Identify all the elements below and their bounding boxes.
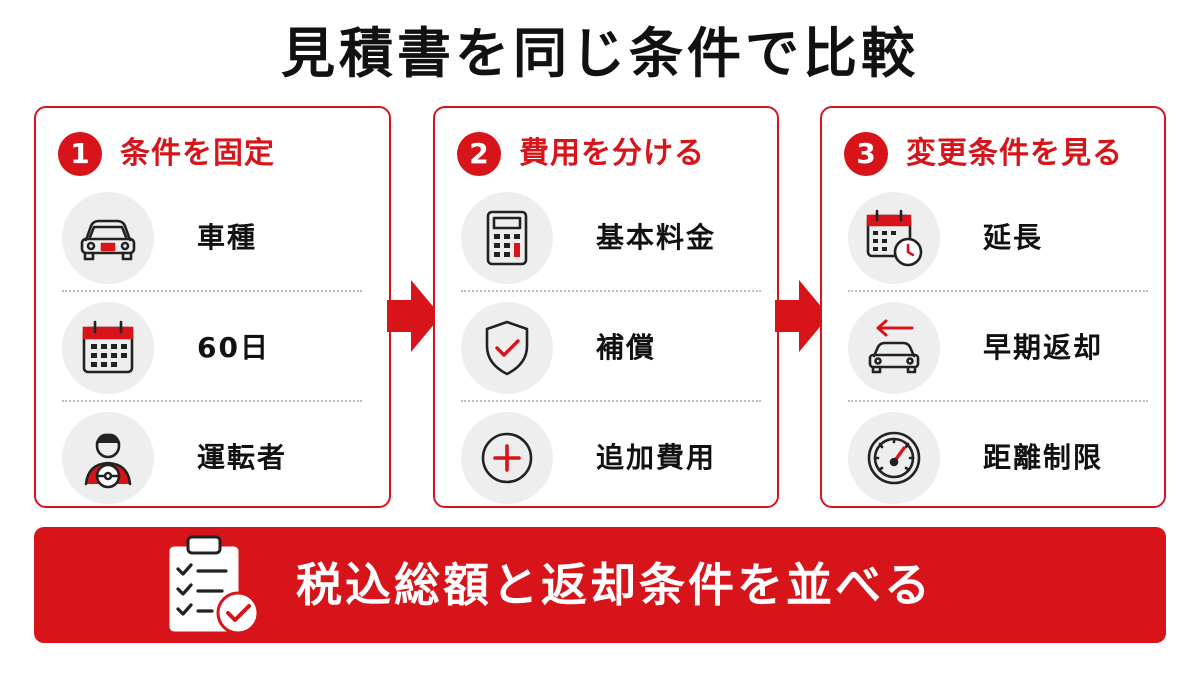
car-return-icon: [848, 302, 940, 394]
list-item-car-model: 車種: [62, 192, 362, 284]
divider: [62, 290, 362, 292]
step-heading-1: 条件を固定: [120, 136, 275, 171]
list-item-extension: 延長: [848, 192, 1148, 284]
list-item-early-return: 早期返却: [848, 302, 1148, 394]
step-header-3: 3 変更条件を見る: [844, 130, 1164, 178]
item-label: 早期返却: [983, 331, 1104, 364]
divider: [461, 290, 761, 292]
step-number-1: 1: [58, 132, 102, 176]
item-label: 追加費用: [596, 441, 717, 474]
divider: [62, 400, 362, 402]
plus-circle-icon: [461, 412, 553, 504]
list-item-duration: 60日: [62, 302, 362, 394]
shield-check-icon: [461, 302, 553, 394]
divider: [848, 400, 1148, 402]
item-label: 距離制限: [983, 441, 1104, 474]
step-number-2: 2: [457, 132, 501, 176]
divider: [848, 290, 1148, 292]
step-heading-3: 変更条件を見る: [906, 136, 1123, 171]
banner-label: 税込総額と返却条件を並べる: [296, 558, 933, 612]
clipboard-check-icon: [166, 535, 260, 635]
step-heading-2: 費用を分ける: [519, 136, 705, 171]
divider: [461, 400, 761, 402]
item-label: 補償: [596, 331, 657, 364]
step-card-3: 3 変更条件を見る 延長: [820, 106, 1166, 508]
item-label: 延長: [983, 221, 1044, 254]
list-item-coverage: 補償: [461, 302, 761, 394]
calendar-icon: [62, 302, 154, 394]
step-card-2: 2 費用を分ける 基本料金 補償: [433, 106, 779, 508]
driver-icon: [62, 412, 154, 504]
step-card-1: 1 条件を固定 車種: [34, 106, 391, 508]
calculator-icon: [461, 192, 553, 284]
list-item-base-fee: 基本料金: [461, 192, 761, 284]
page-title: 見積書を同じ条件で比較: [281, 22, 919, 85]
item-label: 車種: [197, 221, 258, 254]
list-item-mileage-limit: 距離制限: [848, 412, 1148, 504]
arrow-right-icon: [775, 280, 829, 352]
arrow-right-icon: [387, 280, 441, 352]
summary-banner: 税込総額と返却条件を並べる: [34, 527, 1166, 643]
step-header-2: 2 費用を分ける: [457, 130, 777, 178]
step-header-1: 1 条件を固定: [58, 130, 378, 178]
list-item-driver: 運転者: [62, 412, 362, 504]
item-label: 運転者: [197, 441, 288, 474]
car-icon: [62, 192, 154, 284]
list-item-extra-fees: 追加費用: [461, 412, 761, 504]
calendar-clock-icon: [848, 192, 940, 284]
item-label: 60日: [197, 331, 270, 364]
item-label: 基本料金: [596, 221, 717, 254]
step-number-3: 3: [844, 132, 888, 176]
speedometer-icon: [848, 412, 940, 504]
